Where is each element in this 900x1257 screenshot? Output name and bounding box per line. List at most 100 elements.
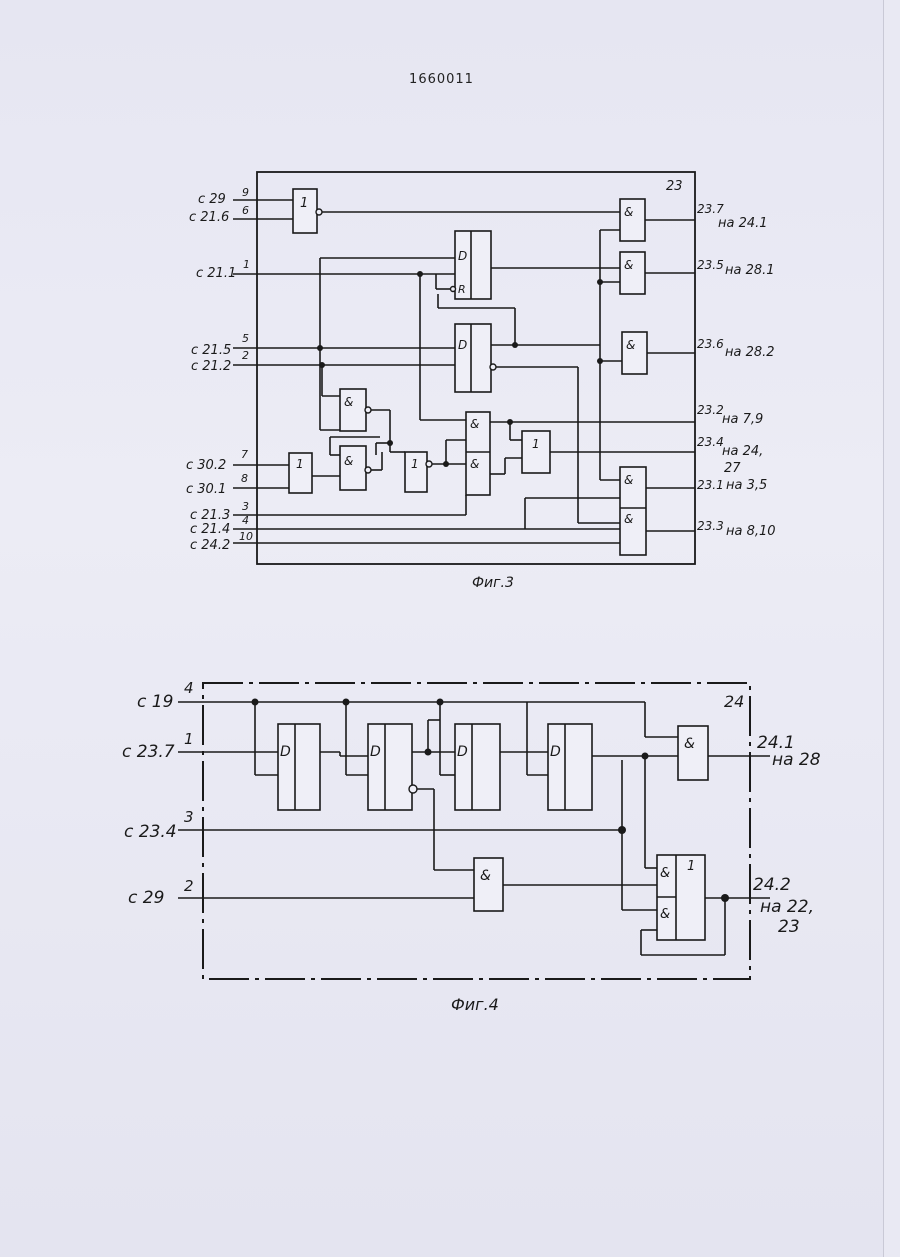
- output-dest: на 7,9: [722, 412, 763, 427]
- inverter-bubble: [490, 364, 496, 370]
- and-label: &: [480, 868, 491, 884]
- input-source: с 21.1: [196, 266, 236, 281]
- input-pin: 7: [241, 448, 248, 461]
- block-24-number: 24: [724, 692, 744, 711]
- block-23-number: 23: [666, 179, 683, 194]
- or-label: 1: [300, 196, 308, 211]
- output-dest: на 22,: [760, 897, 814, 917]
- d-trigger: [548, 724, 592, 810]
- and-label: &: [626, 338, 635, 352]
- and-gate: [678, 726, 708, 780]
- fig4-caption: Фиг.4: [451, 995, 499, 1014]
- and-label: &: [344, 395, 353, 409]
- d-trigger: [368, 724, 412, 810]
- output-dest: на 28.2: [725, 345, 775, 360]
- output-pin: 23.7: [697, 202, 724, 216]
- and-gate: [340, 446, 366, 490]
- fig4-inputs: с 19 4 с 23.7 1 с 23.4 3 с 29 2: [122, 679, 194, 908]
- output-dest: на 28: [772, 750, 821, 770]
- and-label: &: [470, 457, 479, 471]
- output-pin: 23.1: [697, 478, 724, 492]
- output-pin: 24.2: [753, 875, 791, 895]
- input-pin: 3: [184, 808, 194, 826]
- d-label: D: [458, 338, 467, 352]
- input-source: с 21.5: [191, 343, 231, 358]
- fig3-gates: 1 D R D & & 1 1: [289, 189, 647, 555]
- and-label: &: [624, 258, 633, 272]
- input-pin: 6: [242, 204, 249, 217]
- output-pin: 23.3: [697, 519, 724, 533]
- input-source: с 30.2: [186, 458, 226, 473]
- fig3-inputs: с 29 9 с 21.6 6 с 21.1 1 с 21.5 5 с 21.2…: [186, 186, 253, 553]
- d-trigger: [455, 724, 500, 810]
- input-source: с 30.1: [186, 482, 226, 497]
- and-label: &: [660, 866, 670, 881]
- output-pin: 23.2: [697, 403, 724, 417]
- d-trigger: [455, 324, 491, 392]
- input-source: с 29: [128, 888, 164, 908]
- fig3-outputs: 23.7 на 24.1 23.5 на 28.1 23.6 на 28.2 2…: [697, 202, 776, 539]
- and-label: &: [624, 512, 633, 526]
- input-pin: 4: [242, 514, 249, 527]
- input-pin: 1: [243, 258, 250, 271]
- input-source: с 24.2: [190, 538, 230, 553]
- output-dest: на 8,10: [726, 524, 776, 539]
- input-pin: 10: [239, 530, 253, 543]
- and-label: &: [684, 736, 695, 752]
- input-source: с 29: [198, 192, 226, 207]
- output-dest: 27: [724, 461, 741, 476]
- input-pin: 5: [242, 332, 249, 345]
- fig4-triggers: D D D D: [278, 724, 592, 810]
- inverter-bubble: [316, 209, 322, 215]
- figure-3: 23 с 29 9 с 21.6 6 с 21.1 1 с 21.5 5 с 2…: [186, 172, 776, 591]
- input-pin: 1: [184, 730, 194, 748]
- or-label: 1: [296, 457, 304, 471]
- or-label: 1: [532, 437, 540, 451]
- d-label: D: [550, 744, 561, 760]
- fig4-outputs: 24.1 на 28 24.2 на 22, 23: [753, 733, 821, 937]
- input-pin: 2: [184, 877, 194, 895]
- input-source: с 21.6: [189, 210, 229, 225]
- output-pin: 23.5: [697, 258, 724, 272]
- input-pin: 8: [241, 472, 248, 485]
- or-label: 1: [687, 859, 695, 874]
- input-source: с 23.7: [122, 742, 175, 762]
- r-label: R: [458, 283, 466, 296]
- and-gate: [474, 858, 503, 911]
- d-label: D: [457, 744, 468, 760]
- d-label: D: [280, 744, 291, 760]
- input-pin: 2: [242, 349, 249, 362]
- input-source: с 21.2: [191, 359, 231, 374]
- fig3-caption: Фиг.3: [472, 575, 514, 591]
- output-pin: 23.6: [697, 337, 724, 351]
- and-label: &: [344, 454, 353, 468]
- inverter-bubble: [409, 785, 417, 793]
- output-dest: на 28.1: [725, 263, 775, 278]
- input-source: с 21.4: [190, 522, 230, 537]
- d-label: D: [458, 249, 467, 263]
- d-trigger: [278, 724, 320, 810]
- input-source: с 21.3: [190, 508, 230, 523]
- input-source: с 23.4: [124, 822, 177, 842]
- inverter-bubble: [365, 407, 371, 413]
- output-pin: 23.4: [697, 435, 724, 449]
- inverter-bubble: [365, 467, 371, 473]
- output-dest: 23: [778, 917, 800, 937]
- figure-4: 24 с 19 4 с 23.7 1 с 23.4 3 с 29 2 D D: [122, 679, 821, 1014]
- input-pin: 3: [242, 500, 249, 513]
- output-dest: на 24.1: [718, 216, 768, 231]
- input-pin: 9: [242, 186, 249, 199]
- and-label: &: [660, 907, 670, 922]
- and-label: &: [624, 205, 633, 219]
- inverter-bubble: [426, 461, 432, 467]
- input-source: с 19: [137, 692, 173, 712]
- output-dest: на 3,5: [726, 478, 767, 493]
- and-label: &: [470, 417, 479, 431]
- and-label: &: [624, 473, 633, 487]
- input-pin: 4: [184, 679, 194, 697]
- or-label: 1: [411, 457, 419, 471]
- inverter-bubble: [451, 287, 456, 292]
- output-dest: на 24,: [722, 444, 763, 459]
- d-label: D: [370, 744, 381, 760]
